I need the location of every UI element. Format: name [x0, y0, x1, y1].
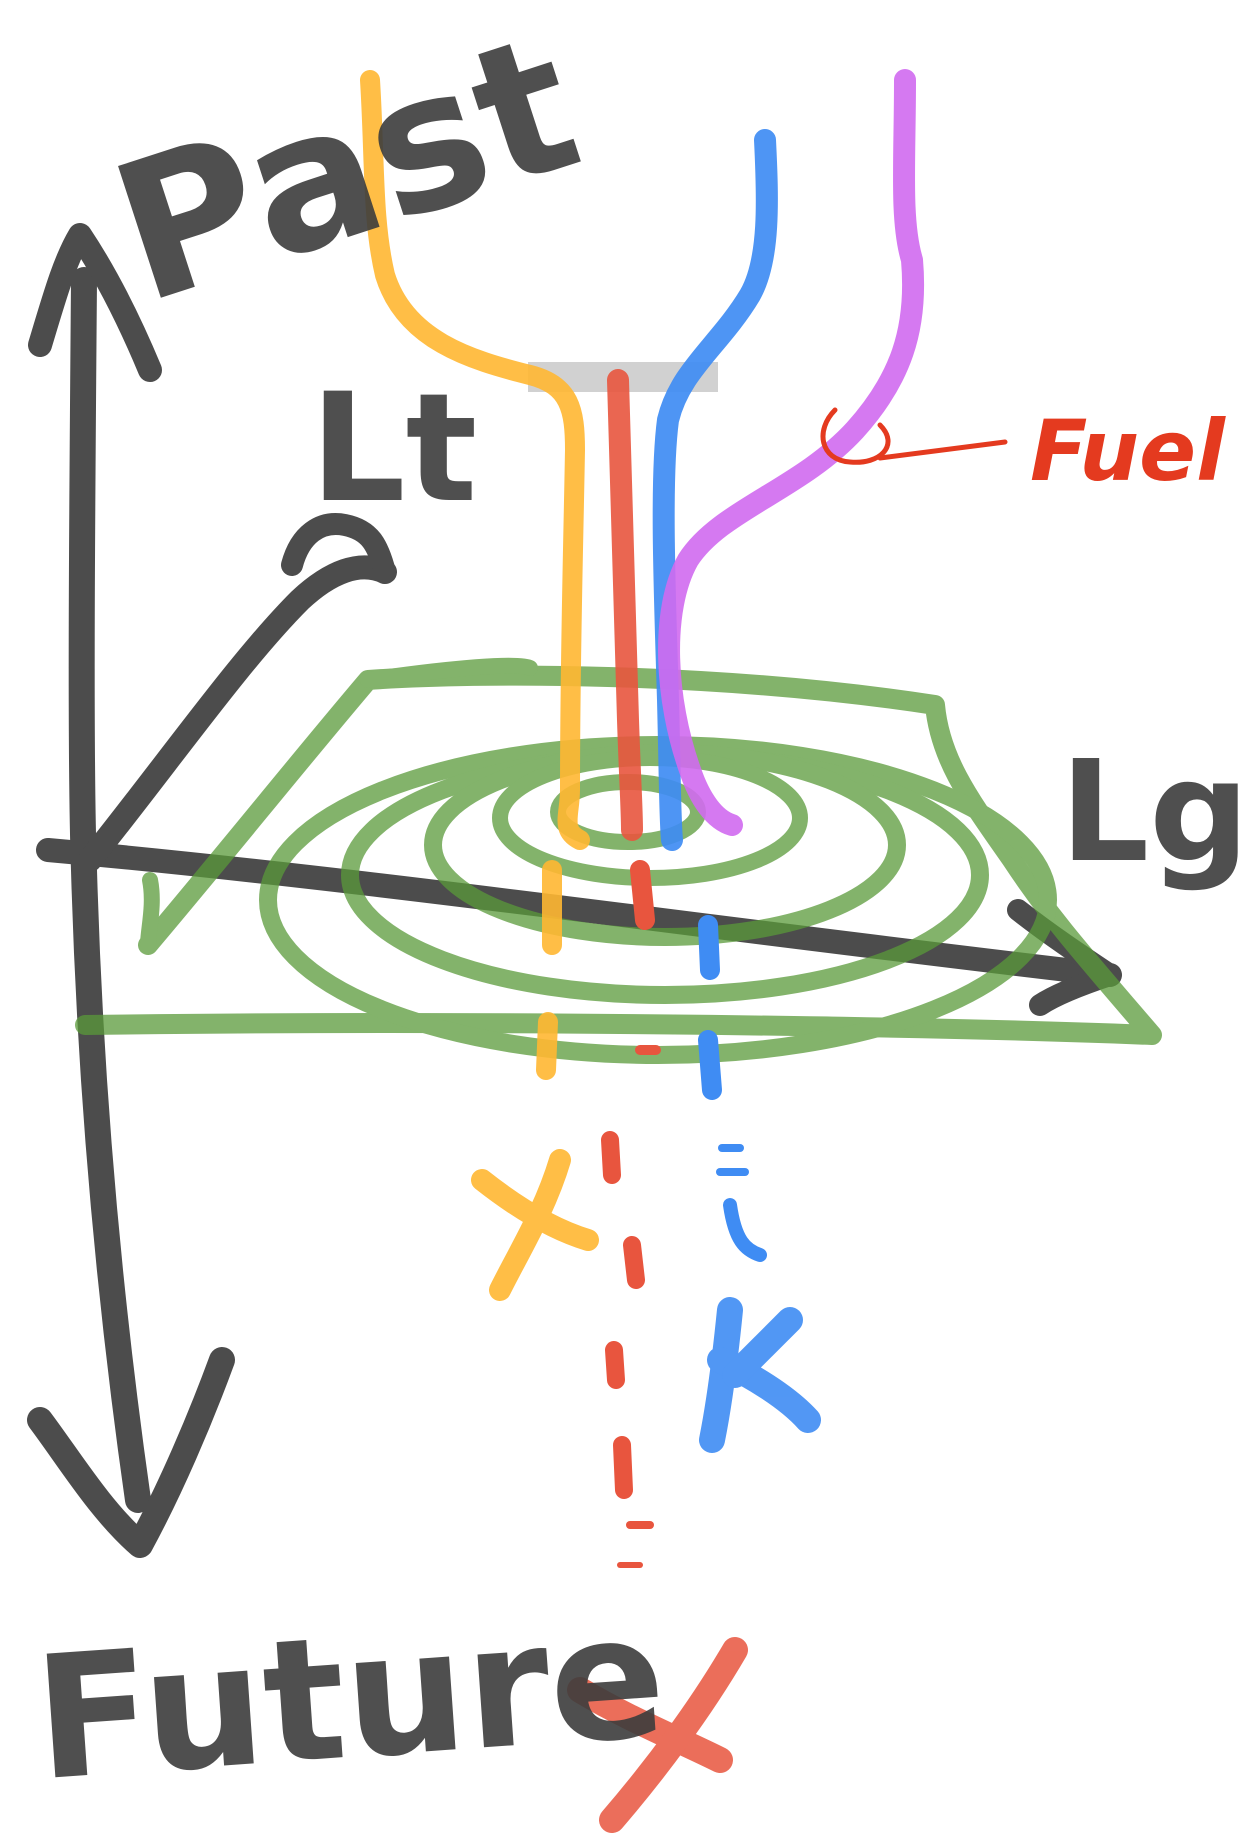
lt-axis [78, 555, 397, 872]
blue-dash-1 [698, 915, 720, 980]
fuel-label: Fuel [1030, 402, 1226, 500]
red-dash-6 [613, 1436, 633, 1499]
yellow-cross-marker [471, 1149, 599, 1301]
future-label: Future [29, 1578, 671, 1819]
red-dash-4 [623, 1236, 645, 1289]
blue-dash-2 [698, 1030, 722, 1100]
red-dash-3 [601, 1131, 621, 1184]
surface-sketch-line-2 [140, 872, 160, 953]
yellow-path [360, 70, 590, 850]
purple-path [658, 69, 925, 836]
red-dash-1 [630, 860, 655, 930]
fuel-annotation [820, 407, 1008, 465]
blue-k-marker [699, 1297, 821, 1453]
lg-label: Lg [1060, 731, 1242, 894]
blue-worldline [652, 129, 821, 1453]
past-label: Past [90, 0, 602, 346]
red-cross-marker [567, 1637, 748, 1833]
time-axis-arrow-up [28, 223, 162, 382]
lt-axis-arrow [281, 513, 396, 583]
time-axis-arrow-down [27, 1347, 235, 1558]
blue-dash-5 [723, 1198, 767, 1262]
surface-sketch-line [360, 657, 538, 688]
fuel-pointer-line [877, 439, 1008, 461]
lt-label: Lt [310, 362, 477, 536]
red-worldline [567, 369, 748, 1833]
yellow-worldline [360, 70, 599, 1301]
time-axis [68, 267, 151, 1513]
purple-worldline [658, 69, 925, 836]
fuel-pointer-circle [820, 407, 891, 465]
blue-path [652, 129, 778, 851]
red-dash-5 [605, 1341, 625, 1389]
yellow-dash-2 [536, 1012, 558, 1080]
red-path [607, 369, 643, 841]
